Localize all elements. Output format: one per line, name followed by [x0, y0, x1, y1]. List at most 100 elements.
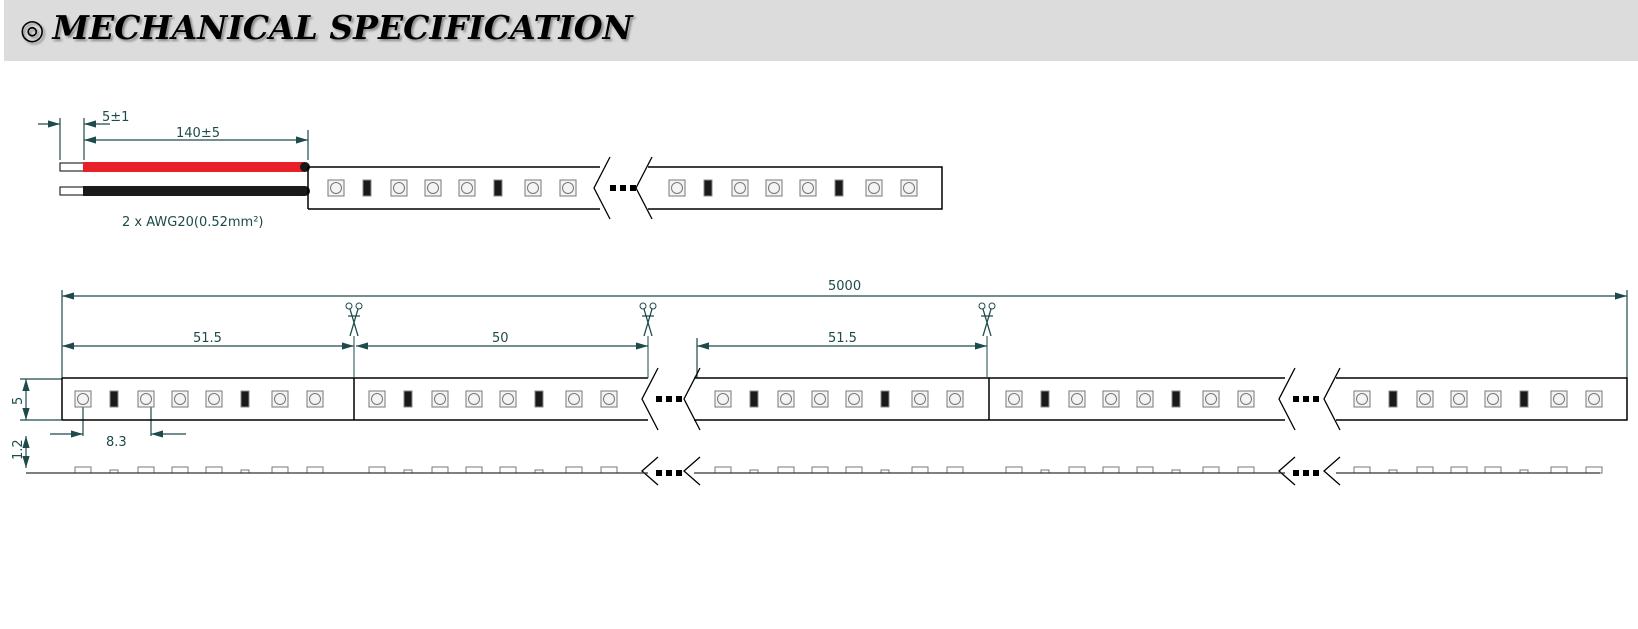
- led-lens: [562, 182, 574, 194]
- strip-body: [1336, 377, 1628, 421]
- led-side: [1450, 466, 1468, 474]
- scissors-blades: [642, 308, 654, 337]
- ellipsis-dot: [676, 470, 682, 476]
- resistor: [493, 179, 503, 197]
- resistor: [534, 390, 544, 408]
- led-lens: [903, 182, 915, 194]
- led-side: [1484, 466, 1502, 474]
- led-side: [777, 466, 795, 474]
- scissors-handle: [978, 302, 986, 310]
- led-lens: [427, 182, 439, 194]
- resistor: [703, 179, 713, 197]
- led-lens: [717, 393, 729, 405]
- led-lens: [174, 393, 186, 405]
- led-lens: [734, 182, 746, 194]
- resistor: [880, 390, 890, 408]
- led-side: [205, 466, 223, 474]
- led-lens: [1419, 393, 1431, 405]
- led-lens: [1356, 393, 1368, 405]
- scissors-cut-icon: [978, 302, 996, 337]
- led-side: [1136, 466, 1154, 474]
- led-lens: [393, 182, 405, 194]
- ellipsis-dot: [656, 396, 662, 402]
- break-mark: [683, 367, 701, 431]
- break-mark: [1323, 367, 1341, 431]
- wire-positive: [83, 162, 305, 172]
- scissors-handle: [649, 302, 657, 310]
- bullseye-icon: ◎: [20, 13, 45, 46]
- break-mark-side: [641, 456, 659, 486]
- section-title-text: MECHANICAL SPECIFICATION: [52, 8, 633, 47]
- scissors-handle: [355, 302, 363, 310]
- scissors-cut-icon: [639, 302, 657, 337]
- section-title: ◎MECHANICAL SPECIFICATION: [20, 8, 633, 47]
- led-side: [1202, 466, 1220, 474]
- led-side: [1585, 466, 1603, 474]
- led-side: [911, 466, 929, 474]
- dim-label-width: 5: [11, 397, 26, 405]
- wire-spec-label: 2 x AWG20(0.52mm²): [122, 215, 264, 230]
- led-side: [1416, 466, 1434, 474]
- led-lens: [1588, 393, 1600, 405]
- led-lens: [603, 393, 615, 405]
- section-header: ◎MECHANICAL SPECIFICATION: [4, 0, 1638, 61]
- led-side: [946, 466, 964, 474]
- wire-tip-negative: [59, 186, 85, 196]
- led-side: [1353, 466, 1371, 474]
- resistor: [834, 179, 844, 197]
- led-lens: [914, 393, 926, 405]
- led-lens: [568, 393, 580, 405]
- resistor: [1040, 390, 1050, 408]
- led-side: [271, 466, 289, 474]
- ellipsis-dot: [630, 185, 636, 191]
- strip-body: [307, 166, 600, 210]
- led-lens: [1553, 393, 1565, 405]
- ellipsis-dot: [1313, 396, 1319, 402]
- ellipsis-dot: [610, 185, 616, 191]
- led-lens: [768, 182, 780, 194]
- resistor: [240, 390, 250, 408]
- scissors-blades: [981, 308, 993, 337]
- dim-label-seg2: 50: [492, 331, 509, 346]
- led-lens: [371, 393, 383, 405]
- resistor: [1519, 390, 1529, 408]
- resistor: [1388, 390, 1398, 408]
- ellipsis-dot: [1293, 470, 1299, 476]
- scissors-handle: [345, 302, 353, 310]
- led-side: [600, 466, 618, 474]
- wire-diagram: 5±1 140±5 2 x AWG20(0.52mm²): [38, 110, 943, 230]
- led-side: [1068, 466, 1086, 474]
- ellipsis-dot: [666, 470, 672, 476]
- ellipsis-dot: [656, 470, 662, 476]
- led-side: [1550, 466, 1568, 474]
- led-side: [1005, 466, 1023, 474]
- led-lens: [330, 182, 342, 194]
- strip-body: [61, 377, 648, 421]
- resistor: [362, 179, 372, 197]
- dim-label-seg1: 51.5: [193, 331, 222, 346]
- led-lens: [671, 182, 683, 194]
- break-mark-side: [1323, 456, 1341, 486]
- led-side: [1102, 466, 1120, 474]
- ellipsis-dot: [1303, 396, 1309, 402]
- led-lens: [1240, 393, 1252, 405]
- led-side: [845, 466, 863, 474]
- led-lens: [502, 393, 514, 405]
- led-side: [465, 466, 483, 474]
- led-side: [499, 466, 517, 474]
- led-lens: [527, 182, 539, 194]
- ellipsis-dot: [666, 396, 672, 402]
- led-side: [431, 466, 449, 474]
- led-lens: [1453, 393, 1465, 405]
- led-lens: [1205, 393, 1217, 405]
- led-lens: [208, 393, 220, 405]
- resistor: [1171, 390, 1181, 408]
- scissors-blades: [348, 308, 360, 337]
- break-mark: [641, 367, 659, 431]
- led-side: [137, 466, 155, 474]
- break-mark-side: [1278, 456, 1296, 486]
- resistor: [403, 390, 413, 408]
- led-side: [714, 466, 732, 474]
- dim-label-total: 5000: [828, 279, 861, 294]
